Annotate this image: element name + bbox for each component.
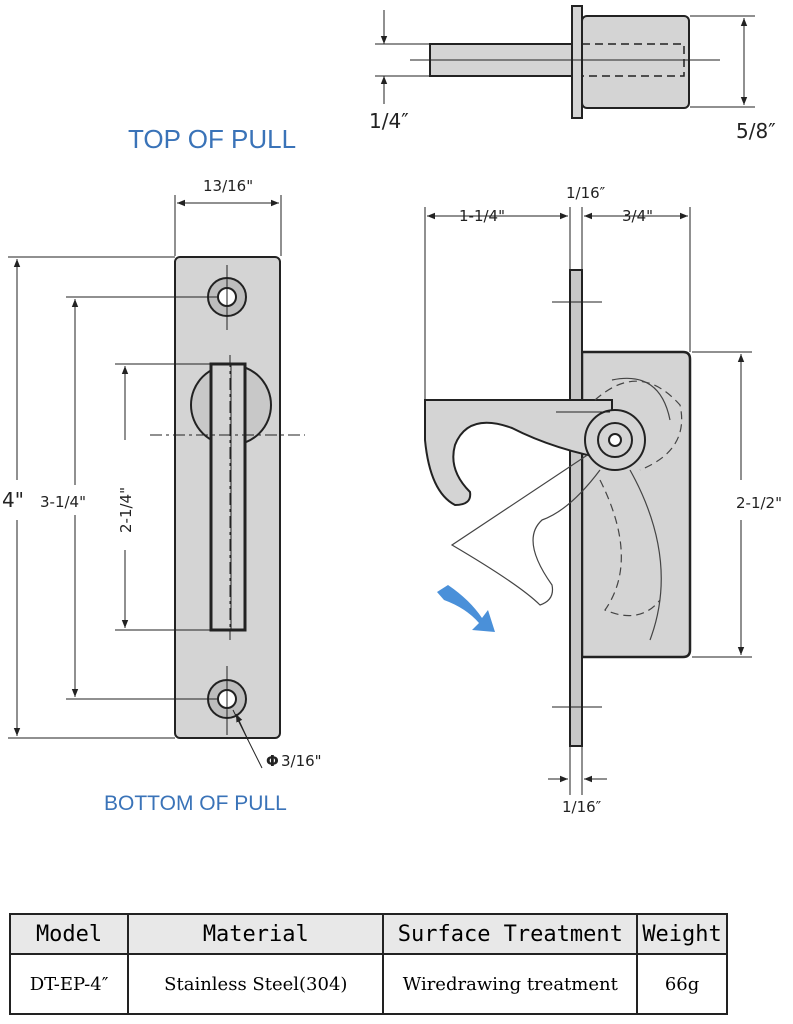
top-view: 1/4″ 5/8″: [369, 5, 776, 143]
lever-slot: [209, 362, 247, 632]
hook-closed: [424, 399, 613, 507]
cell-material: Stainless Steel(304): [127, 953, 385, 1015]
dim-hook-reach: 1-1/4": [459, 207, 505, 225]
spec-table: Model Material Surface Treatment Weight …: [8, 913, 728, 1015]
cell-model: DT-EP-4″: [8, 953, 130, 1015]
spec-header-row: Model Material Surface Treatment Weight: [8, 913, 728, 955]
dim-overall-length: 4": [2, 488, 24, 512]
caption-top-of-pull: TOP OF PULL: [128, 124, 296, 154]
dim-plate-width: 13/16": [203, 177, 253, 195]
header-model: Model: [8, 913, 130, 955]
cell-surface-treatment: Wiredrawing treatment: [382, 953, 639, 1015]
dim-plate-thickness-top: 1/16″: [566, 184, 606, 202]
header-surface-treatment: Surface Treatment: [382, 913, 639, 955]
dim-body-height: 2-1/2": [736, 494, 782, 512]
motion-arrow: [437, 585, 495, 632]
body: [581, 15, 690, 109]
dim-slot-length: 2-1/4": [117, 487, 135, 533]
dim-body-height-top: 5/8″: [736, 119, 776, 143]
header-material: Material: [127, 913, 385, 955]
diameter-symbol: Φ: [266, 752, 279, 770]
cell-weight: 66g: [636, 953, 728, 1015]
technical-drawing: 1/4″ 5/8″ TOP OF PULL 13/16": [2, 5, 782, 816]
flange: [571, 5, 583, 119]
dim-body-depth: 3/4": [622, 207, 653, 225]
caption-bottom-of-pull: BOTTOM OF PULL: [104, 792, 287, 815]
front-view: 13/16" 4" 3-1/4" 2-1/4" Φ 3/16": [2, 177, 322, 770]
side-plate: [569, 269, 583, 747]
hook-open-outline: [450, 439, 611, 606]
dim-hole-diameter: 3/16": [281, 752, 322, 770]
side-view: 1-1/4" 1/16″ 3/4" 2-1/2" 1/16″: [424, 184, 782, 816]
dim-plate-thickness-bottom: 1/16″: [562, 798, 602, 816]
header-weight: Weight: [636, 913, 728, 955]
dim-hole-spacing: 3-1/4": [40, 493, 86, 511]
spec-data-row: DT-EP-4″ Stainless Steel(304) Wiredrawin…: [8, 953, 728, 1015]
dim-pin-diameter: 1/4″: [369, 109, 409, 133]
